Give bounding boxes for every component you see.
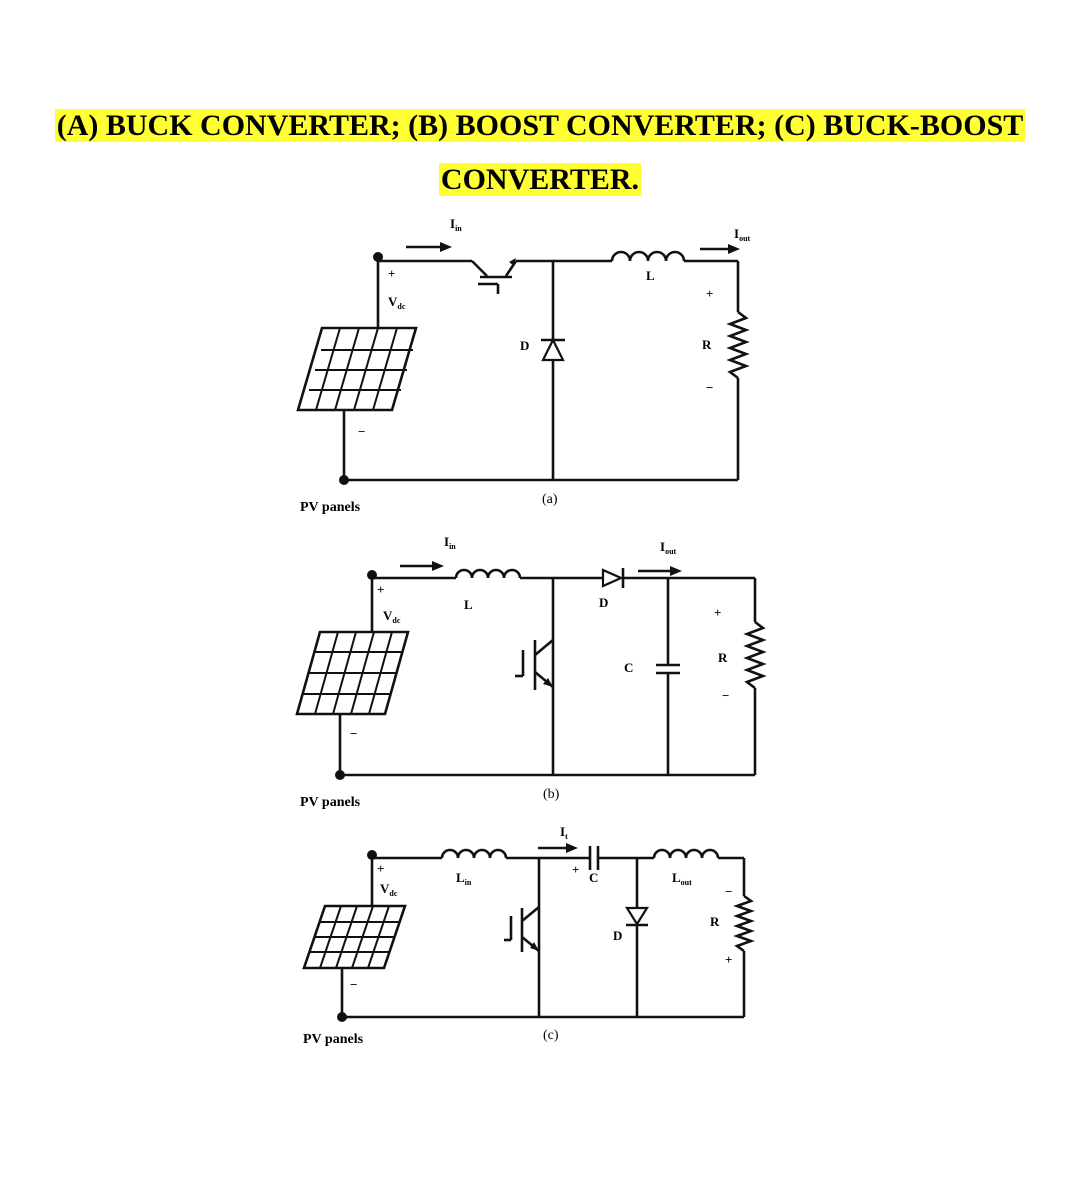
caption-c: (c): [543, 1028, 559, 1043]
label-r-plus-a: +: [706, 286, 713, 301]
capacitor-b: [656, 663, 680, 675]
label-i-in-a: Iin: [450, 216, 462, 233]
pv-panel-c: [302, 904, 407, 1017]
label-pv-panels-c: PV panels: [303, 1032, 364, 1047]
figure-title-line-1: (A) BUCK CONVERTER; (B) BOOST CONVERTER;…: [0, 108, 1080, 144]
switch-a: [471, 258, 518, 294]
diode-a: [541, 337, 565, 362]
diode-b: [601, 568, 625, 588]
title-text-2: CONVERTER.: [438, 163, 642, 196]
label-r-minus-b: −: [722, 688, 729, 703]
label-diode-a: D: [520, 338, 529, 353]
label-minus-b: −: [350, 726, 357, 741]
buck-converter-circuit: Iin Iout + Vdc − D L + R − PV panels (a): [296, 216, 751, 515]
label-resistor-b: R: [718, 650, 728, 665]
label-l-in-c: Lin: [456, 870, 472, 887]
label-vdc-a: Vdc: [388, 294, 406, 311]
label-vdc-c: Vdc: [380, 881, 398, 898]
label-capacitor-b: C: [624, 660, 633, 675]
label-minus-a: −: [358, 424, 365, 439]
label-i-in-b: Iin: [444, 534, 456, 551]
title-text-1: (A) BUCK CONVERTER; (B) BOOST CONVERTER;…: [54, 109, 1026, 142]
label-diode-c: D: [613, 928, 622, 943]
label-inductor-a: L: [646, 268, 655, 283]
label-diode-b: D: [599, 595, 608, 610]
label-plus-c: +: [377, 861, 384, 876]
label-r-minus-a: −: [706, 380, 713, 395]
switch-c: [504, 905, 540, 953]
pv-panel-a: [296, 326, 418, 480]
current-arrow-out-b: [638, 566, 682, 576]
current-arrow-in-b: [400, 561, 444, 571]
inductor-a: [610, 250, 686, 262]
label-cap-plus-c: +: [572, 862, 579, 877]
label-capacitor-c: C: [589, 870, 598, 885]
capacitor-c: [588, 846, 600, 870]
label-plus-a: +: [388, 266, 395, 281]
label-resistor-a: R: [702, 337, 712, 352]
inductor-in-c: [440, 848, 508, 859]
label-i-out-b: Iout: [660, 539, 677, 556]
label-vdc-b: Vdc: [383, 608, 401, 625]
label-resistor-c: R: [710, 914, 720, 929]
current-arrow-c: [538, 843, 578, 853]
buck-boost-converter-circuit: It + Vdc − Lin + C Lout D − R + PV panel…: [302, 824, 755, 1047]
inductor-out-c: [652, 848, 720, 859]
figure-title-line-2: CONVERTER.: [0, 162, 1080, 198]
resistor-b: [743, 620, 767, 690]
label-r-plus-b: +: [714, 605, 721, 620]
label-pv-panels-a: PV panels: [300, 500, 361, 515]
current-arrow-out-a: [700, 244, 740, 254]
diode-c: [625, 906, 649, 927]
label-i-out-a: Iout: [734, 226, 751, 243]
label-plus-b: +: [377, 582, 384, 597]
caption-b: (b): [543, 787, 560, 802]
label-r-minus-c: −: [725, 884, 732, 899]
inductor-b: [454, 568, 522, 579]
label-r-plus-c: +: [725, 952, 732, 967]
resistor-a: [726, 310, 750, 380]
label-minus-c: −: [350, 977, 357, 992]
current-arrow-in-a: [406, 242, 452, 252]
label-pv-panels-b: PV panels: [300, 795, 361, 810]
resistor-c: [733, 894, 755, 953]
label-i-t-c: It: [560, 824, 568, 841]
pv-panel-b: [295, 630, 410, 775]
caption-a: (a): [542, 492, 558, 507]
switch-b: [515, 639, 554, 690]
boost-converter-circuit: Iin Iout + Vdc − L D C + R − PV panels (…: [295, 534, 767, 810]
label-inductor-b: L: [464, 597, 473, 612]
label-l-out-c: Lout: [672, 870, 692, 887]
